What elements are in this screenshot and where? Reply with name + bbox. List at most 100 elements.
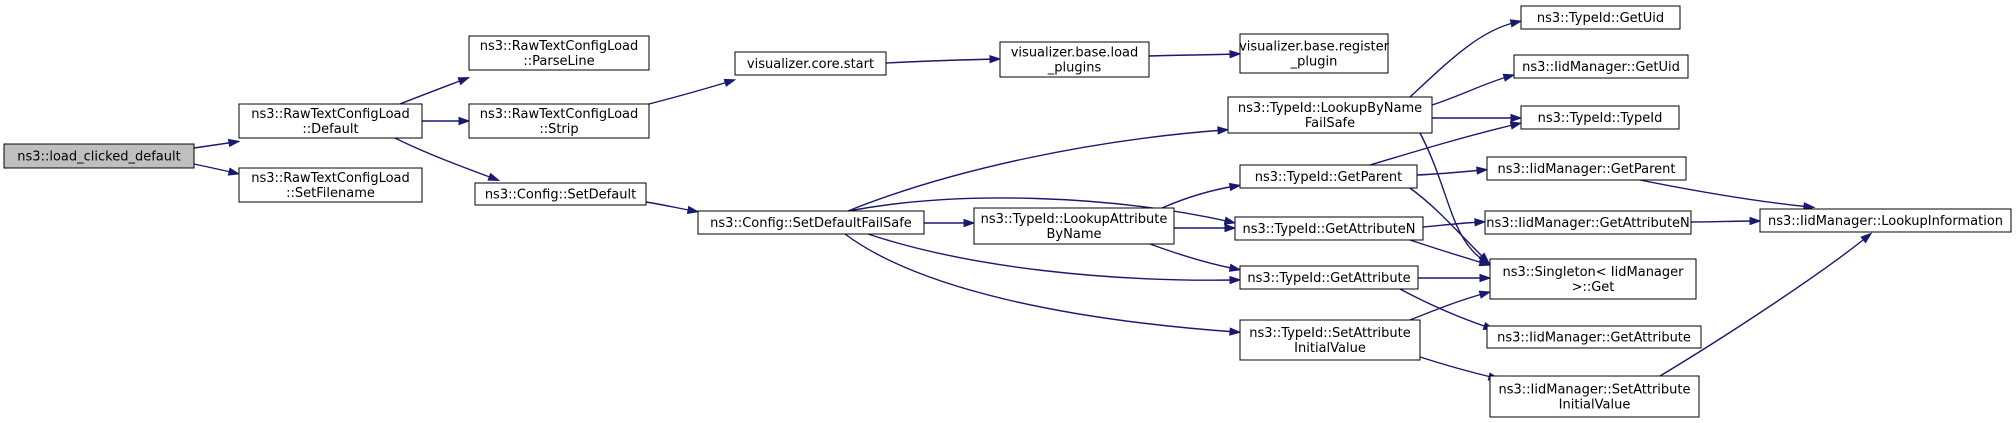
edge-line <box>847 197 1232 223</box>
node-label: ns3::IidManager::LookupInformation <box>1768 214 2003 229</box>
arrowhead <box>458 116 471 126</box>
arrowhead <box>1502 73 1516 82</box>
edge-line <box>1399 288 1491 329</box>
node-rtcl-strip[interactable]: ns3::RawTextConfigLoad::Strip <box>468 103 650 139</box>
node-box <box>1489 375 1700 418</box>
node-box <box>1486 325 1702 349</box>
call-edge-rtcl_strip-to-vis_core_start <box>648 78 737 105</box>
call-edge-typeid_lookupattributebyname-to-typeid_getattributen <box>1174 223 1237 233</box>
arrowhead <box>1217 126 1230 135</box>
edge-line <box>1369 123 1518 166</box>
call-edge-typeid_lookupbynamefailsafe-to-typeid_typeid <box>1432 113 1523 123</box>
node-iidmanager-getattribute[interactable]: ns3::IidManager::GetAttribute <box>1486 325 1702 349</box>
call-edge-vis_core_start-to-vis_base_load_plugins <box>885 54 1002 64</box>
node-label: ns3::Config::SetDefaultFailSafe <box>710 216 912 231</box>
node-label: ns3::IidManager::GetParent <box>1497 162 1675 177</box>
node-typeid-getattribute[interactable]: ns3::TypeId::GetAttribute <box>1239 265 1419 290</box>
node-label: InitialValue <box>1294 341 1366 356</box>
edge-line <box>645 201 695 212</box>
call-edge-typeid_lookupbynamefailsafe-to-iidmanager_getuid <box>1431 73 1516 106</box>
edge-line <box>844 233 1237 333</box>
call-edge-vis_base_load_plugins-to-vis_base_register_plugin <box>1148 50 1242 59</box>
arrowhead <box>457 77 471 86</box>
node-vis-base-register-plugin[interactable]: visualizer.base.register_plugin <box>1239 33 1390 74</box>
node-box <box>1513 54 1689 79</box>
edge-line <box>847 129 1225 212</box>
node-label: ::ParseLine <box>523 54 594 69</box>
call-edge-typeid_getparent-to-typeid_typeid <box>1369 121 1523 166</box>
edge-line <box>1659 235 1869 377</box>
arrowhead <box>1474 218 1487 227</box>
edge-line <box>1416 169 1484 176</box>
node-singleton-iidmanager-get[interactable]: ns3::Singleton< IidManager>::Get <box>1489 258 1697 300</box>
arrowhead <box>1224 223 1237 233</box>
call-edge-typeid_lookupattributebyname-to-typeid_getattribute <box>1149 243 1242 272</box>
node-typeid-typeid[interactable]: ns3::TypeId::TypeId <box>1520 105 1680 130</box>
node-label: ns3::RawTextConfigLoad <box>480 107 639 122</box>
call-edge-rtcl_default-to-config_setdefault <box>394 137 501 181</box>
arrowhead <box>1478 290 1492 299</box>
edge-line <box>1639 179 1811 208</box>
node-typeid-getparent[interactable]: ns3::TypeId::GetParent <box>1239 164 1418 189</box>
node-box <box>1239 164 1418 189</box>
call-edge-typeid_lookupbynamefailsafe-to-typeid_getuid <box>1409 19 1523 98</box>
node-config-setdefault[interactable]: ns3::Config::SetDefault <box>474 182 647 206</box>
node-box <box>999 41 1150 78</box>
node-iidmanager-getparent[interactable]: ns3::IidManager::GetParent <box>1486 156 1687 181</box>
node-typeid-getattributen[interactable]: ns3::TypeId::GetAttributeN <box>1234 216 1424 241</box>
call-edge-iidmanager_setattributeinitialvalue-to-iidmanager_lookupinformation <box>1659 232 1873 377</box>
arrowhead <box>1228 263 1242 272</box>
call-edge-typeid_setattributeinitialvalue-to-iidmanager_setattributeinitialvalue <box>1419 356 1501 381</box>
node-iidmanager-getuid[interactable]: ns3::IidManager::GetUid <box>1513 54 1689 79</box>
node-iidmanager-lookupinformation[interactable]: ns3::IidManager::LookupInformation <box>1759 208 2012 233</box>
arrowhead <box>227 138 241 148</box>
call-edge-typeid_lookupbynamefailsafe-to-singleton_iidmanager_get <box>1419 132 1491 265</box>
node-box <box>1520 105 1680 130</box>
arrowhead <box>1478 258 1492 267</box>
node-box <box>1759 208 2012 233</box>
edge-line <box>1149 243 1237 270</box>
node-rtcl-setfilename[interactable]: ns3::RawTextConfigLoad::SetFilename <box>238 167 423 203</box>
edge-line <box>1419 356 1496 379</box>
node-box <box>3 143 195 169</box>
node-label: ByName <box>1047 227 1102 242</box>
node-load-clicked-default[interactable]: ns3::load_clicked_default <box>3 143 195 169</box>
node-typeid-getuid[interactable]: ns3::TypeId::GetUid <box>1520 5 1681 30</box>
node-rtcl-default[interactable]: ns3::RawTextConfigLoad::Default <box>238 103 423 139</box>
node-label: _plugin <box>1290 55 1338 70</box>
edge-line <box>1419 132 1487 263</box>
node-iidmanager-getattributen[interactable]: ns3::IidManager::GetAttributeN <box>1484 210 1692 235</box>
node-vis-base-load-plugins[interactable]: visualizer.base.load_plugins <box>999 41 1150 78</box>
node-vis-core-start[interactable]: visualizer.core.start <box>734 51 887 76</box>
node-box <box>1520 5 1681 30</box>
node-box <box>238 103 423 139</box>
call-edge-rtcl_default-to-rtcl_parseline <box>399 77 471 105</box>
call-edge-config_setdefault-to-config_setdefaultfailsafe <box>645 201 700 215</box>
node-box <box>468 103 650 139</box>
node-label: ns3::TypeId::GetUid <box>1537 11 1664 26</box>
node-label: ns3::RawTextConfigLoad <box>251 107 410 122</box>
node-label: >::Get <box>1572 280 1615 295</box>
call-edge-config_setdefaultfailsafe-to-typeid_getattribute <box>867 233 1242 285</box>
edge-line <box>1409 187 1487 261</box>
call-edge-config_setdefaultfailsafe-to-typeid_lookupattributebyname <box>923 218 976 228</box>
node-label: ns3::RawTextConfigLoad <box>251 171 410 186</box>
node-label: ns3::TypeId::TypeId <box>1538 111 1663 126</box>
arrowhead <box>1476 166 1489 175</box>
node-box <box>468 35 650 71</box>
call-edge-iidmanager_getparent-to-iidmanager_lookupinformation <box>1639 179 1816 211</box>
node-label: ns3::TypeId::SetAttribute <box>1249 326 1411 341</box>
node-box <box>474 182 647 206</box>
node-config-setdefaultfailsafe[interactable]: ns3::Config::SetDefaultFailSafe <box>697 210 925 235</box>
arrowhead <box>686 205 700 215</box>
node-label: ns3::IidManager::GetAttribute <box>1497 331 1691 346</box>
node-label: _plugins <box>1047 61 1102 76</box>
node-rtcl-parseline[interactable]: ns3::RawTextConfigLoad::ParseLine <box>468 35 650 71</box>
call-edge-iidmanager_getattributen-to-iidmanager_lookupinformation <box>1690 216 1762 226</box>
node-iidmanager-setattributeinitialvalue[interactable]: ns3::IidManager::SetAttributeInitialValu… <box>1489 375 1700 418</box>
arrowhead <box>1229 275 1242 285</box>
